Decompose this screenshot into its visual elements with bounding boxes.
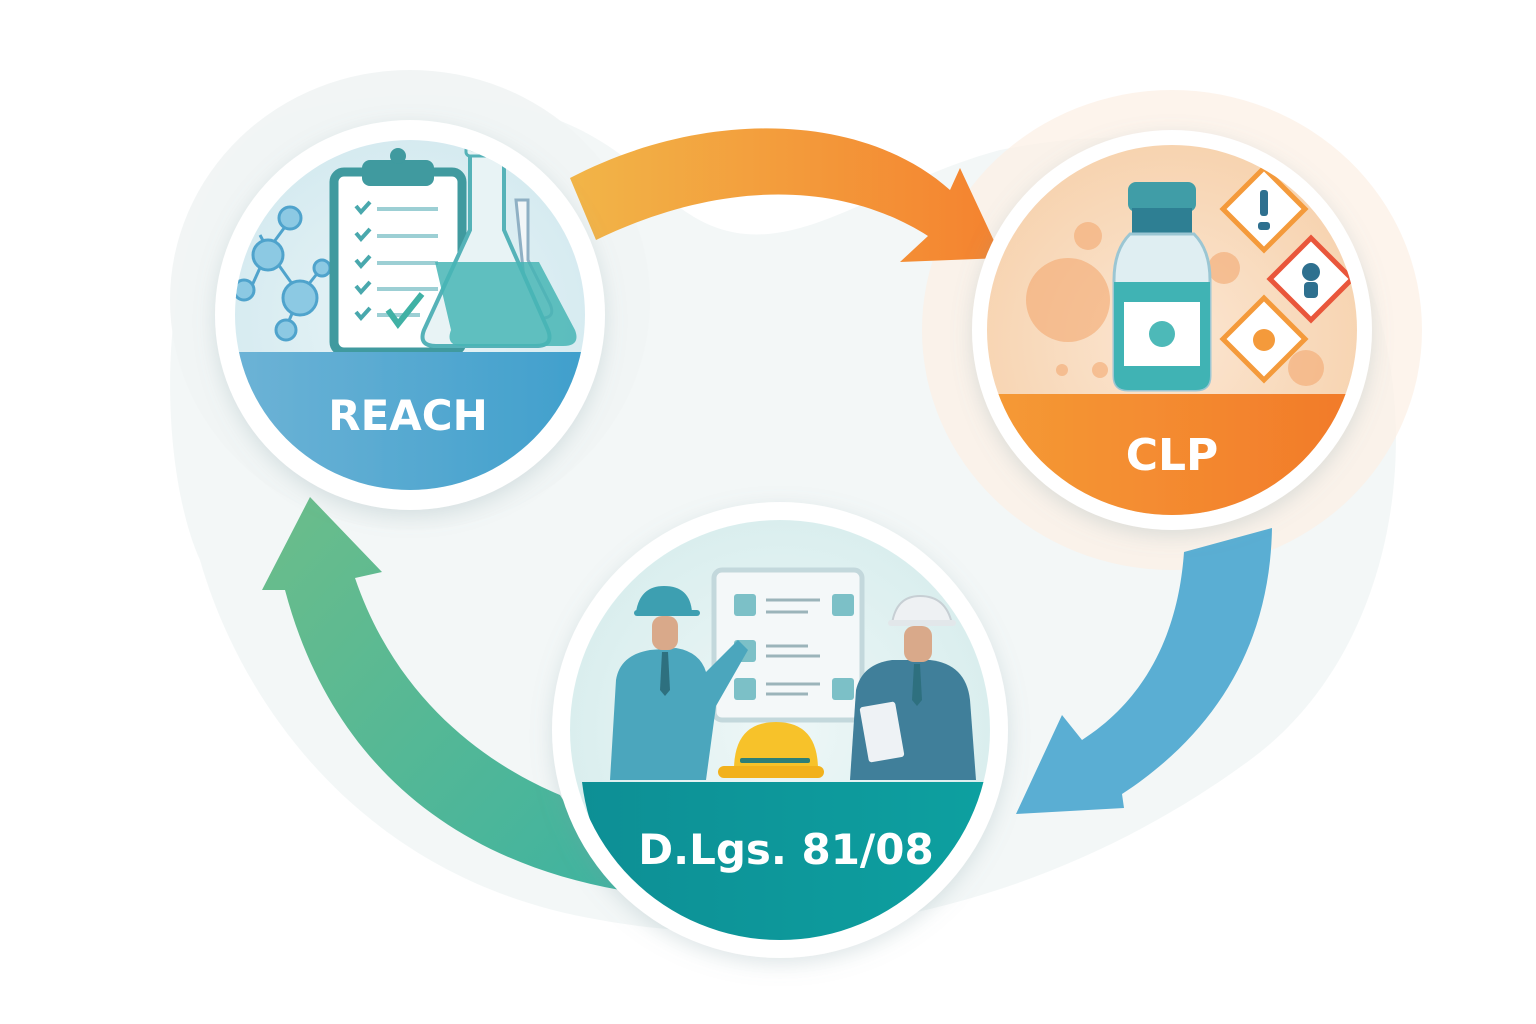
node-reach[interactable]: REACH — [200, 120, 620, 520]
checklist-board-icon — [711, 567, 865, 723]
dlgs-label: D.Lgs. 81/08 — [638, 825, 933, 874]
reach-label: REACH — [328, 391, 488, 440]
arrow-dlgs-to-reach — [262, 497, 620, 890]
node-dlgs-81-08[interactable]: D.Lgs. 81/08 — [552, 502, 1008, 958]
hazard-pictogram-environment — [1219, 294, 1309, 384]
chemical-bottle-icon — [1112, 182, 1212, 392]
worker-right-icon — [850, 594, 976, 780]
clipboard-checklist-icon — [329, 148, 467, 357]
worker-left-icon — [610, 586, 748, 780]
hazard-pictogram-exclamation — [1219, 164, 1309, 254]
hazard-background-motifs — [1026, 222, 1324, 386]
arrow-reach-to-clp — [570, 128, 1002, 262]
clp-label: CLP — [1126, 430, 1219, 481]
arrow-clp-to-dlgs — [1016, 528, 1272, 814]
hazard-pictogram-health — [1266, 234, 1356, 324]
yellow-hardhat-icon — [718, 722, 824, 778]
node-clp[interactable]: CLP — [960, 130, 1380, 545]
